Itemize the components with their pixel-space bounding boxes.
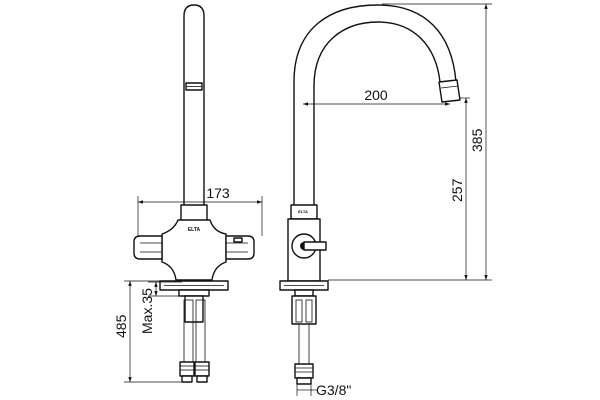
spout-tip: [438, 79, 461, 103]
thread-label: G3/8": [316, 382, 351, 398]
front-spout-collar: [180, 204, 208, 222]
side-brand-text: ELTA: [298, 209, 308, 214]
front-brand-text: ELTA: [188, 227, 201, 233]
dimension-485: 485: [113, 280, 184, 383]
left-handle: [133, 235, 163, 260]
dimension-485-label: 485: [113, 314, 129, 338]
dimension-257-label: 257: [449, 178, 465, 202]
dimension-200: 200: [303, 87, 450, 106]
dimension-385-label: 385: [469, 128, 485, 152]
side-hose: [298, 323, 310, 365]
dimension-173-label: 173: [206, 185, 230, 201]
side-lever-arm: [303, 241, 327, 251]
side-view: ELTA: [279, 4, 461, 385]
dimension-200-label: 200: [364, 87, 388, 103]
thread-callout: G3/8": [296, 382, 351, 398]
side-spout-outer: [293, 4, 457, 206]
dimension-max35: Max.35: [139, 281, 182, 334]
dimension-173: 173: [137, 185, 263, 236]
right-handle: [225, 235, 255, 260]
dimension-257: 257: [328, 97, 492, 281]
dimension-385: 385: [382, 3, 492, 280]
front-view: ELTA: [133, 4, 255, 383]
side-spout-inner: [313, 21, 441, 206]
front-body: [161, 219, 227, 281]
dimension-max35-label: Max.35: [139, 288, 155, 334]
front-spout-tube: [183, 4, 205, 206]
